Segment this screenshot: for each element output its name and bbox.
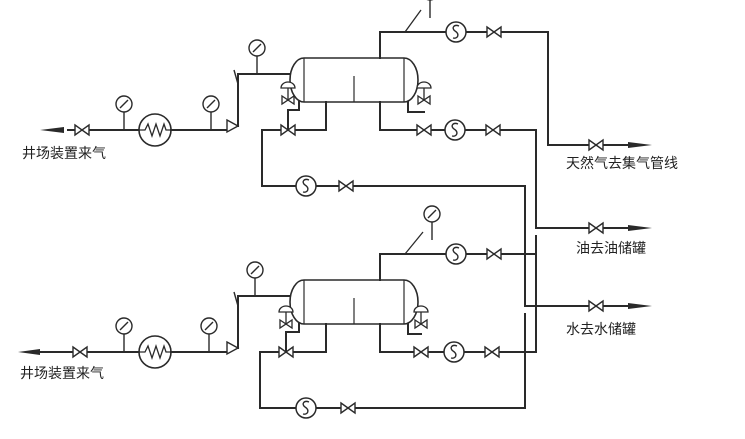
valve-icon	[588, 222, 604, 234]
water-outlet-label: 水去水储罐	[566, 322, 636, 338]
heat-exchanger-icon	[138, 113, 172, 147]
valve-icon	[413, 346, 429, 358]
flow-meter-icon	[444, 119, 466, 141]
flow-meter-icon	[445, 243, 467, 265]
valve-icon	[588, 300, 604, 312]
pressure-gauge-icon	[115, 317, 133, 353]
valve-icon	[485, 124, 501, 136]
arrow-right-icon	[628, 142, 652, 148]
level-control-valve-icon	[278, 305, 294, 329]
inlet-label-top: 井场装置来气	[22, 146, 106, 162]
valve-icon	[338, 180, 354, 192]
pressure-gauge-icon	[248, 39, 266, 75]
valve-icon	[74, 124, 90, 136]
valve-icon	[72, 346, 88, 358]
bottom-water-pipe	[259, 313, 526, 409]
heat-exchanger-icon	[138, 335, 172, 369]
three-phase-separator-icon	[289, 279, 419, 325]
top-train	[67, 0, 549, 307]
valve-icon	[484, 346, 500, 358]
valve-icon	[340, 402, 356, 414]
pressure-gauge-icon	[202, 95, 220, 131]
oil-outlet-label: 油去油储罐	[576, 241, 646, 257]
level-control-valve-icon	[416, 81, 432, 105]
bottom-train	[39, 205, 537, 419]
pressure-gauge-icon	[246, 261, 264, 297]
three-phase-separator-icon	[289, 57, 419, 103]
gas-outlet-label: 天然气去集气管线	[566, 155, 678, 172]
valve-icon	[486, 248, 502, 260]
check-valve-icon	[226, 119, 239, 133]
flow-meter-icon	[295, 175, 317, 197]
pressure-gauge-icon	[200, 317, 218, 353]
valve-icon	[486, 26, 502, 38]
valve-icon	[416, 124, 432, 136]
pressure-gauge-icon	[115, 95, 133, 131]
outlet-headers	[18, 127, 652, 355]
flow-meter-icon	[443, 341, 465, 363]
pressure-gauge-icon	[423, 205, 441, 241]
flow-meter-icon	[295, 397, 317, 419]
flow-meter-icon	[445, 21, 467, 43]
arrow-right-icon	[628, 303, 652, 309]
level-control-valve-icon	[413, 305, 429, 329]
valve-icon	[588, 139, 604, 151]
pressure-gauge-icon	[421, 0, 439, 19]
check-valve-icon	[226, 341, 239, 355]
arrow-right-icon	[628, 225, 652, 231]
inlet-label-bottom: 井场装置来气	[20, 366, 104, 382]
top-water-pipe	[261, 129, 526, 307]
